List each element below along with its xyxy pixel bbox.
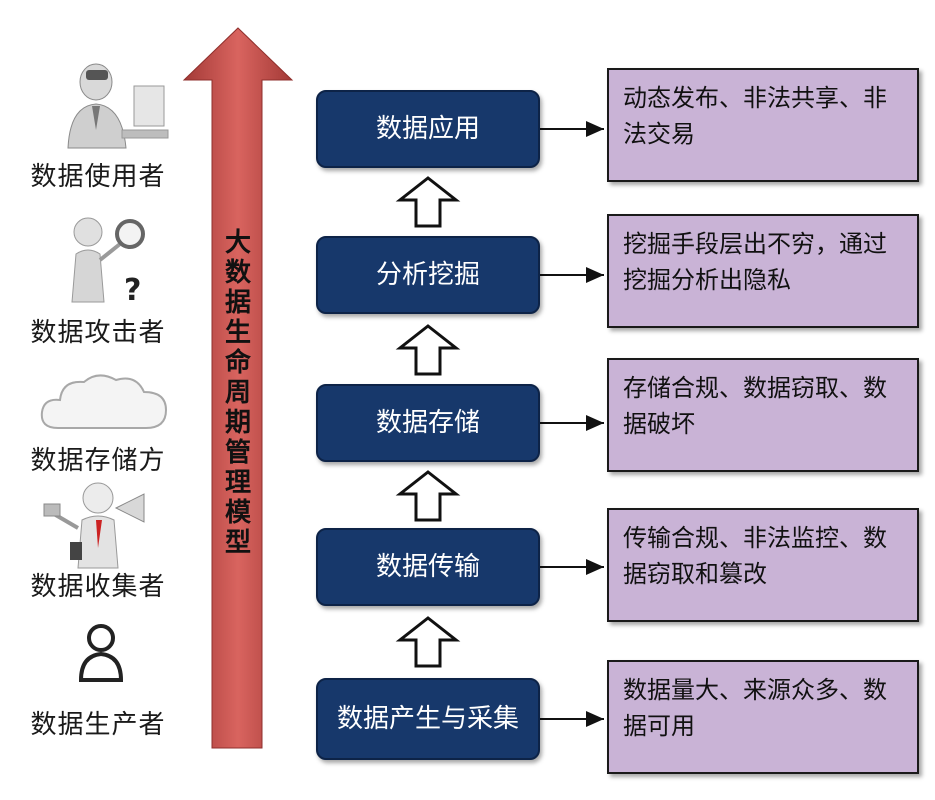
risk-box-transmission: 传输合规、非法监控、数据窃取和篡改 [607, 508, 919, 622]
flow-up-arrow-icon [395, 616, 461, 668]
risk-box-application: 动态发布、非法共享、非法交易 [607, 68, 919, 182]
flow-up-arrow-icon [395, 324, 461, 376]
stage-label: 数据应用 [375, 114, 480, 144]
svg-text:?: ? [124, 273, 141, 306]
risk-text: 动态发布、非法共享、非法交易 [623, 84, 887, 148]
stage-data-storage: 数据存储 [316, 384, 540, 462]
role-data-collector: 数据收集者 [30, 572, 166, 602]
stage-data-generation-collection: 数据产生与采集 [316, 678, 540, 760]
stage-label: 数据产生与采集 [336, 704, 519, 734]
stage-data-application: 数据应用 [316, 90, 540, 168]
stage-label: 分析挖掘 [375, 260, 480, 290]
figure-with-megaphone-icon [40, 478, 160, 574]
person-at-computer-icon [52, 60, 172, 156]
risk-box-analysis: 挖掘手段层出不穷，通过挖掘分析出隐私 [607, 214, 919, 328]
lifecycle-arrow [182, 27, 294, 749]
flow-up-arrow-icon [395, 176, 461, 228]
stage-analysis-mining: 分析挖掘 [316, 236, 540, 314]
role-data-user: 数据使用者 [30, 162, 166, 192]
risk-text: 存储合规、数据窃取、数据破坏 [623, 374, 887, 438]
risk-text: 数据量大、来源众多、数据可用 [623, 676, 887, 740]
stage-data-transmission: 数据传输 [316, 528, 540, 606]
risk-text: 传输合规、非法监控、数据窃取和篡改 [623, 524, 887, 588]
figure-with-magnifier-icon: ? [54, 206, 154, 310]
stage-label: 数据传输 [375, 552, 480, 582]
risk-box-generation: 数据量大、来源众多、数据可用 [607, 660, 919, 774]
lifecycle-title: 大数据生命周期管理模型 [224, 228, 251, 558]
role-data-attacker: 数据攻击者 [30, 318, 166, 348]
role-data-producer: 数据生产者 [30, 710, 166, 740]
person-icon [76, 620, 126, 688]
cloud-icon [36, 368, 172, 440]
risk-text: 挖掘手段层出不穷，通过挖掘分析出隐私 [623, 230, 887, 294]
risk-box-storage: 存储合规、数据窃取、数据破坏 [607, 358, 919, 472]
role-data-storage: 数据存储方 [30, 446, 166, 476]
stage-label: 数据存储 [375, 408, 480, 438]
flow-up-arrow-icon [395, 470, 461, 522]
